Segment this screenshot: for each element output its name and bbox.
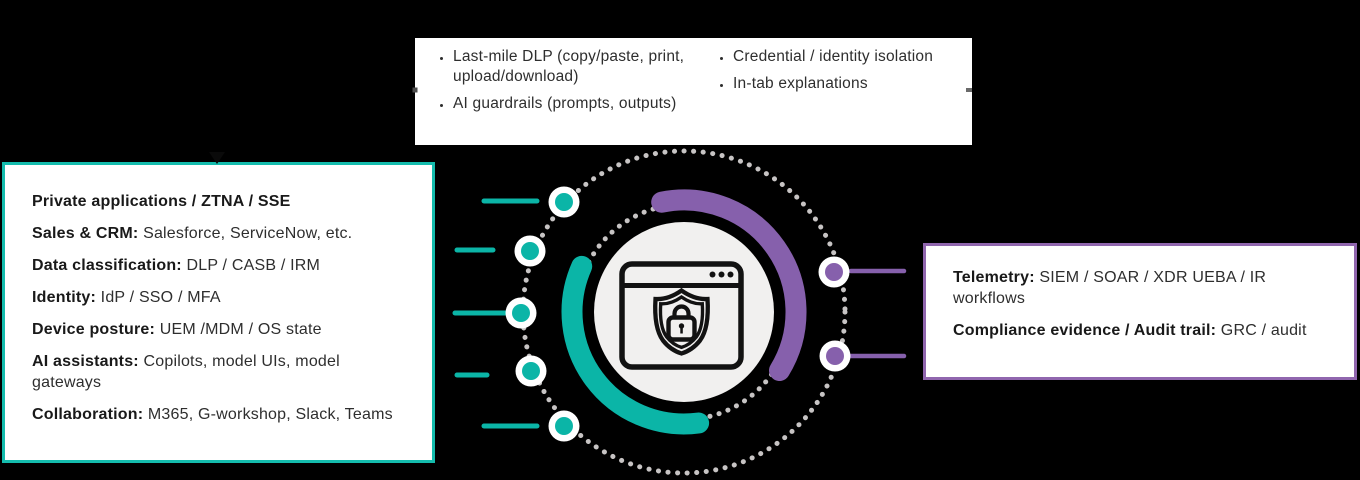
item-rest: GRC / audit [1216, 322, 1307, 339]
item-lead: AI assistants: [32, 353, 139, 370]
right-callout-box: Telemetry: SIEM / SOAR / XDR UEBA / IR w… [923, 243, 1357, 380]
node-white-ring [514, 235, 546, 267]
node-white-ring [818, 256, 850, 288]
left-box-item: Collaboration: M365, G-workshop, Slack, … [32, 404, 398, 425]
node-core [555, 417, 573, 435]
item-lead: Identity: [32, 289, 97, 306]
item-rest: SIEM / SOAR / XDR UEBA / IR workflows [953, 269, 1267, 307]
node-core [521, 242, 539, 260]
node-core [522, 362, 540, 380]
node-white-ring [548, 186, 580, 218]
node-white-ring [505, 297, 537, 329]
item-lead: Sales & CRM: [32, 225, 139, 242]
left-box-item: Data classification: DLP / CASB / IRM [32, 255, 398, 276]
bullet-item: Credential / identity isolation [733, 47, 948, 67]
bullet-item-text: Credential / identity isolation [733, 48, 934, 65]
lock-body [666, 315, 697, 342]
node-core [555, 193, 573, 211]
right-box-item: Compliance evidence / Audit trail: GRC /… [953, 320, 1330, 341]
top-bullet-list-right: Credential / identity isolation In-tab e… [711, 47, 948, 145]
teal-node-dots [505, 186, 580, 442]
right-box-item: Telemetry: SIEM / SOAR / XDR UEBA / IR w… [953, 267, 1330, 309]
item-lead: Collaboration: [32, 406, 144, 423]
bullet-item-text: In-tab explanations [733, 75, 868, 92]
item-lead: Private applications / ZTNA / SSE [32, 193, 291, 210]
item-rest: UEM /MDM / OS state [155, 321, 322, 338]
node-white-ring [819, 340, 851, 372]
bullet-item: Last-mile DLP (copy/paste, print, upload… [453, 47, 705, 87]
inner-dotted-ring [574, 202, 794, 422]
node-white-ring [548, 410, 580, 442]
teal-connector-lines [452, 198, 540, 429]
purple-node-dot [819, 340, 851, 372]
item-rest: DLP / CASB / IRM [181, 257, 321, 274]
outer-dotted-ring [520, 148, 848, 476]
bullet-item-text: Last-mile DLP (copy/paste, print, upload… [453, 48, 685, 85]
shield-icon [653, 287, 710, 356]
left-box-item: Private applications / ZTNA / SSE [32, 191, 398, 212]
purple-arc [651, 189, 807, 381]
item-lead: Telemetry: [953, 269, 1035, 286]
teal-node-dot [548, 410, 580, 442]
left-box-item: AI assistants: Copilots, model UIs, mode… [32, 351, 398, 393]
left-callout-box: Private applications / ZTNA / SSE Sales … [2, 162, 435, 463]
item-rest: IdP / SSO / MFA [96, 289, 221, 306]
left-box-item: Device posture: UEM /MDM / OS state [32, 319, 398, 340]
node-core [825, 263, 843, 281]
item-rest: Salesforce, ServiceNow, etc. [138, 225, 353, 242]
node-core [826, 347, 844, 365]
browser-header-dots [709, 271, 734, 278]
top-bullet-list-left: Last-mile DLP (copy/paste, print, upload… [429, 47, 705, 145]
lock-shackle [672, 304, 691, 318]
teal-node-dot [514, 235, 546, 267]
browser-window [619, 261, 744, 370]
bullet-item-text: AI guardrails (prompts, outputs) [453, 95, 677, 112]
purple-node-dot [818, 256, 850, 288]
browser-dot [709, 271, 716, 278]
node-white-ring [515, 355, 547, 387]
node-core [512, 304, 530, 322]
browser-dot [718, 271, 725, 278]
purple-connector-lines [848, 268, 907, 359]
left-box-item: Identity: IdP / SSO / MFA [32, 287, 398, 308]
center-circle [594, 222, 774, 402]
browser-dot [727, 271, 734, 278]
lock-icon [666, 304, 697, 342]
item-rest: M365, G-workshop, Slack, Teams [143, 406, 393, 423]
bullet-item: In-tab explanations [733, 74, 948, 94]
item-lead: Device posture: [32, 321, 156, 338]
bullet-item: AI guardrails (prompts, outputs) [453, 94, 705, 114]
teal-node-dot [548, 186, 580, 218]
purple-node-dots [818, 256, 851, 372]
teal-node-dot [515, 355, 547, 387]
teal-arc [561, 255, 710, 435]
item-lead: Compliance evidence / Audit trail: [953, 322, 1217, 339]
item-lead: Data classification: [32, 257, 182, 274]
teal-node-dot [505, 297, 537, 329]
left-box-item: Sales & CRM: Salesforce, ServiceNow, etc… [32, 223, 398, 244]
keyhole-icon [678, 323, 685, 334]
item-rest: Copilots, model UIs, model gateways [32, 353, 340, 391]
secure-browser-icon [619, 261, 744, 370]
top-callout-box: Last-mile DLP (copy/paste, print, upload… [415, 38, 972, 145]
